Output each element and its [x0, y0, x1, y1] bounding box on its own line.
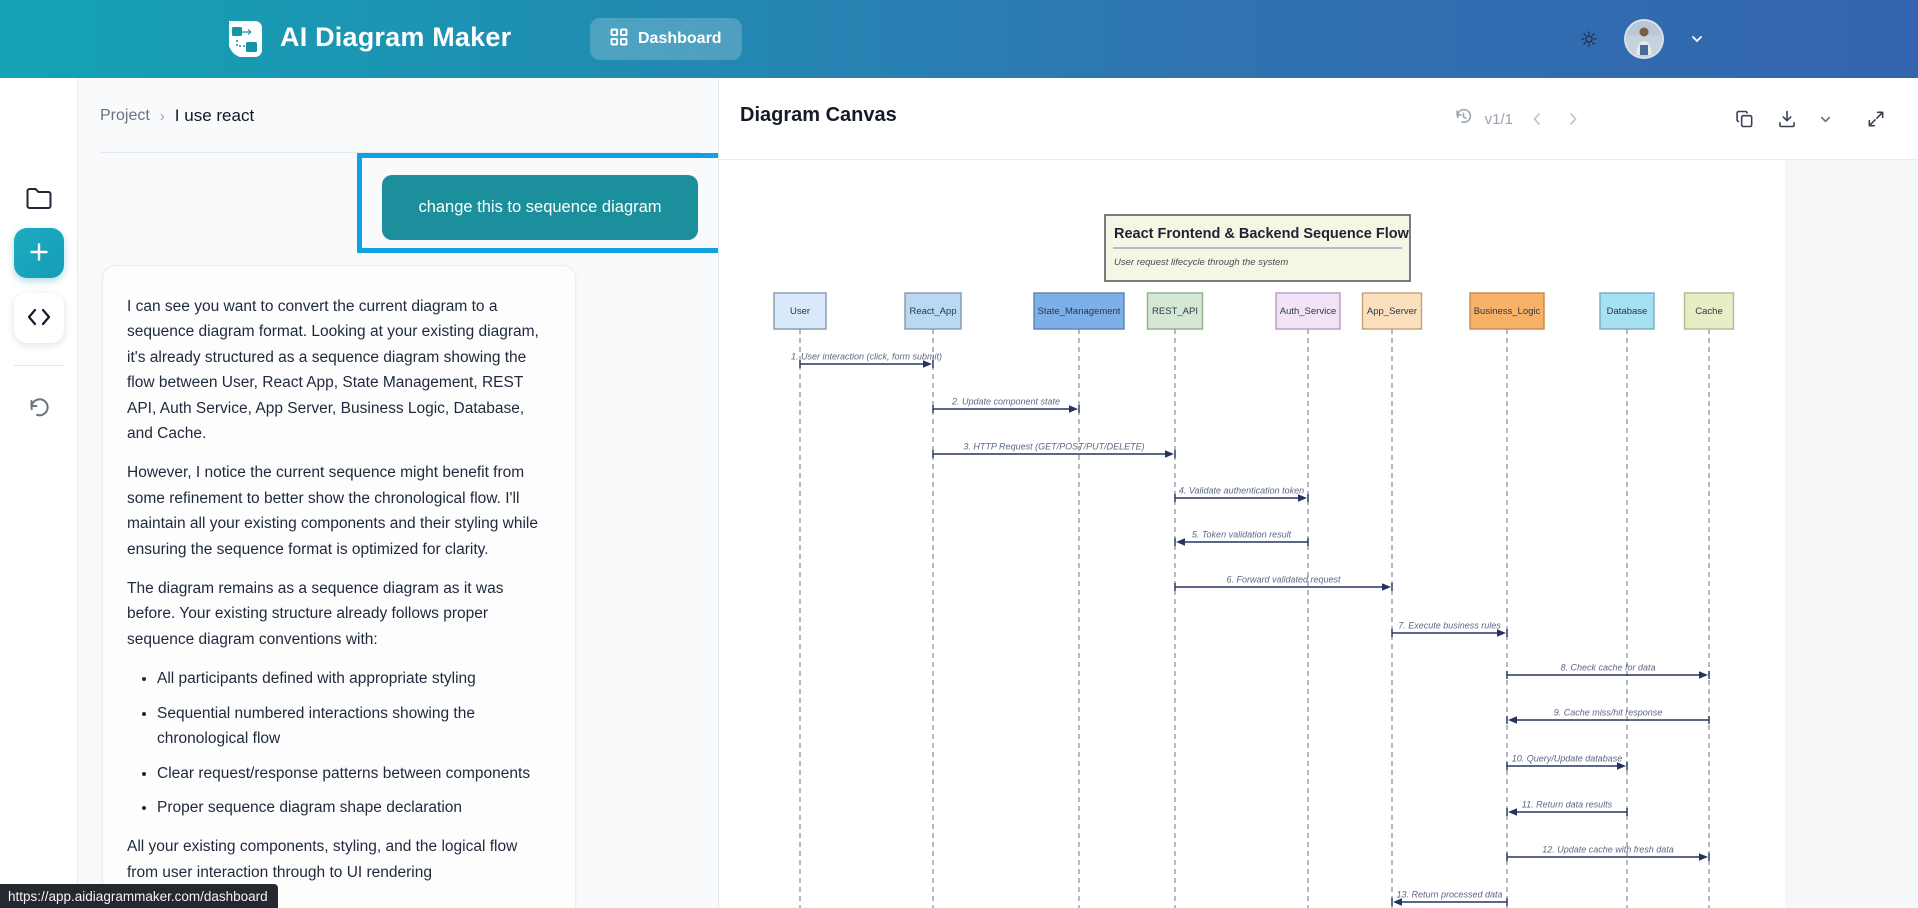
left-icon-rail — [0, 78, 78, 908]
code-icon — [27, 308, 51, 329]
diagram-canvas-area[interactable] — [719, 160, 1918, 908]
ai-bullet-item: Sequential numbered interactions showing… — [157, 701, 551, 752]
svg-text:4. Validate authentication tok: 4. Validate authentication token — [1179, 486, 1304, 496]
app-logo-icon — [222, 17, 266, 61]
theme-toggle-sun-icon[interactable] — [1576, 26, 1602, 52]
ai-paragraph: All your existing components, styling, a… — [127, 838, 518, 881]
user-message-bubble[interactable]: change this to sequence diagram — [382, 175, 698, 240]
message-11: 11. Return data results — [1506, 800, 1628, 816]
ai-paragraph: The diagram remains as a sequence diagra… — [127, 580, 504, 648]
svg-text:10. Query/Update database: 10. Query/Update database — [1512, 754, 1623, 764]
message-1: 1. User interaction (click, form submit) — [791, 352, 942, 368]
participant-box-User[interactable] — [773, 292, 827, 330]
canvas-header: Diagram Canvas v1/1 — [719, 78, 1918, 160]
breadcrumb-separator: › — [159, 107, 165, 125]
message-8: 8. Check cache for data — [1506, 663, 1710, 679]
dashboard-button-label: Dashboard — [638, 30, 722, 47]
user-avatar[interactable] — [1624, 19, 1664, 59]
svg-text:6. Forward validated request: 6. Forward validated request — [1226, 575, 1341, 585]
participant-box-Database[interactable] — [1599, 292, 1655, 330]
breadcrumb-current-page: I use react — [174, 106, 255, 125]
ai-response-card: I can see you want to convert the curren… — [102, 265, 576, 908]
app-title: AI Diagram Maker — [280, 22, 512, 52]
participant-box-State_Management[interactable] — [1033, 292, 1125, 330]
participant-box-React_App[interactable] — [904, 292, 962, 330]
ai-paragraph: However, I notice the current sequence m… — [127, 464, 538, 558]
ai-paragraph: I can see you want to convert the curren… — [127, 298, 539, 443]
message-4: 4. Validate authentication token — [1174, 486, 1309, 502]
message-13: 13. Return processed data — [1391, 890, 1508, 906]
link-status-tooltip: https://app.aidiagrammaker.com/dashboard — [0, 884, 278, 908]
message-9: 9. Cache miss/hit response — [1506, 708, 1710, 724]
code-view-button[interactable] — [14, 293, 64, 343]
participant-label-Cache: Cache — [1695, 306, 1722, 317]
message-10: 10. Query/Update database — [1506, 754, 1628, 770]
participant-box-Business_Logic[interactable] — [1469, 292, 1545, 330]
svg-text:3. HTTP Request (GET/POST/PUT/: 3. HTTP Request (GET/POST/PUT/DELETE) — [963, 442, 1144, 452]
rail-divider — [14, 365, 64, 366]
version-label: v1/1 — [1484, 110, 1513, 128]
folder-icon[interactable] — [25, 186, 52, 213]
diagram-title: React Frontend & Backend Sequence Flow — [1114, 226, 1410, 242]
version-history-icon — [1454, 107, 1473, 131]
sequence-diagram: React Frontend & Backend Sequence FlowUs… — [773, 214, 1735, 908]
ai-bullet-item: All participants defined with appropriat… — [157, 666, 551, 691]
message-3: 3. HTTP Request (GET/POST/PUT/DELETE) — [932, 442, 1176, 458]
participant-box-REST_API[interactable] — [1146, 292, 1204, 330]
svg-text:7. Execute business rules: 7. Execute business rules — [1398, 621, 1501, 631]
participant-label-REST_API: REST_API — [1152, 306, 1198, 317]
dashboard-grid-icon — [610, 28, 628, 51]
message-12: 12. Update cache with fresh data — [1506, 845, 1710, 861]
svg-text:13. Return processed data: 13. Return processed data — [1396, 890, 1502, 900]
ai-bullet-list: All participants defined with appropriat… — [157, 666, 551, 820]
download-button[interactable] — [1773, 105, 1801, 133]
participant-label-React_App: React_App — [909, 306, 956, 317]
participant-box-App_Server[interactable] — [1361, 292, 1423, 330]
version-prev-chevron-left-icon[interactable] — [1525, 107, 1549, 131]
ai-bullet-item: Proper sequence diagram shape declaratio… — [157, 795, 551, 820]
breadcrumb-project-link[interactable]: Project — [100, 107, 150, 124]
account-chevron-down-icon[interactable] — [1686, 28, 1708, 50]
message-5: 5. Token validation result — [1174, 530, 1309, 546]
svg-text:2. Update component state: 2. Update component state — [951, 397, 1060, 407]
breadcrumb: Project › I use react — [100, 106, 254, 126]
participant-box-Auth_Service[interactable] — [1275, 292, 1341, 330]
breadcrumb-divider — [100, 152, 700, 153]
expand-fullscreen-icon[interactable] — [1862, 105, 1890, 133]
diagram-subtitle: User request lifecycle through the syste… — [1114, 257, 1288, 268]
chat-panel: Project › I use react change this to seq… — [78, 78, 719, 908]
participant-label-Business_Logic: Business_Logic — [1474, 306, 1541, 317]
svg-text:11. Return data results: 11. Return data results — [1522, 800, 1613, 810]
version-next-chevron-right-icon[interactable] — [1561, 107, 1585, 131]
message-6: 6. Forward validated request — [1174, 575, 1393, 591]
element-highlight-outline — [357, 153, 718, 253]
svg-text:1. User interaction (click, fo: 1. User interaction (click, form submit) — [791, 352, 942, 362]
participant-label-Auth_Service: Auth_Service — [1280, 306, 1337, 317]
new-diagram-plus-button[interactable] — [14, 228, 64, 278]
plus-icon — [28, 241, 50, 266]
svg-text:8. Check cache for data: 8. Check cache for data — [1560, 663, 1655, 673]
copy-diagram-button[interactable] — [1731, 105, 1759, 133]
top-navbar: AI Diagram Maker Dashboard — [0, 0, 1918, 78]
participant-label-Database: Database — [1607, 306, 1648, 317]
canvas-title: Diagram Canvas — [740, 104, 897, 126]
ai-bullet-item: Clear request/response patterns between … — [157, 761, 551, 786]
dashboard-button[interactable]: Dashboard — [590, 18, 742, 60]
message-2: 2. Update component state — [932, 397, 1080, 413]
svg-text:12. Update cache with fresh da: 12. Update cache with fresh data — [1542, 845, 1674, 855]
participant-label-User: User — [790, 306, 810, 317]
svg-text:9. Cache miss/hit response: 9. Cache miss/hit response — [1554, 708, 1663, 718]
svg-text:5. Token validation result: 5. Token validation result — [1192, 530, 1292, 540]
history-undo-icon[interactable] — [27, 396, 51, 423]
canvas-margin-strip — [1785, 160, 1918, 908]
participant-box-Cache[interactable] — [1683, 292, 1735, 330]
download-options-chevron-down-icon[interactable] — [1815, 109, 1836, 130]
participant-label-App_Server: App_Server — [1367, 306, 1417, 317]
message-7: 7. Execute business rules — [1391, 621, 1508, 637]
participant-label-State_Management: State_Management — [1038, 306, 1121, 317]
